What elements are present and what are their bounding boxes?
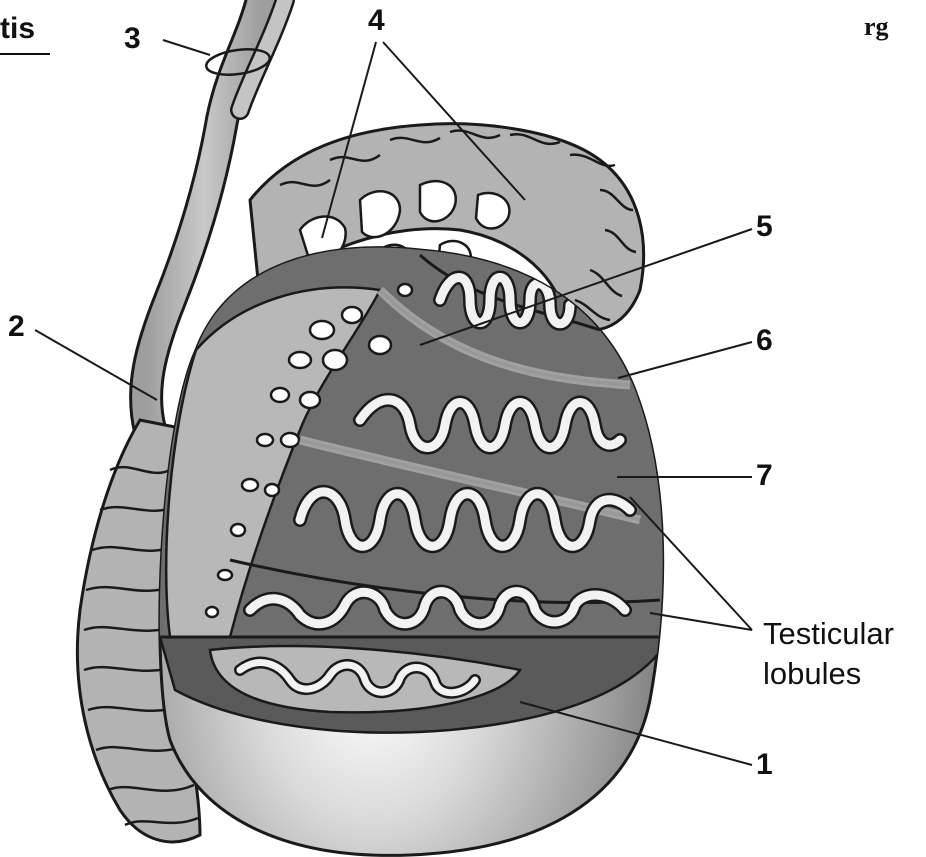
label-5: 5 <box>756 212 773 242</box>
label-1: 1 <box>756 750 773 780</box>
page-fragment: rg <box>864 14 889 40</box>
title-fragment: tis <box>0 14 35 44</box>
label-6: 6 <box>756 326 773 356</box>
lobules-label-line1: Testicular <box>763 614 894 654</box>
testicular-lobules-label: Testicular lobules <box>763 614 894 694</box>
lobules-label-line2: lobules <box>763 654 894 694</box>
label-4: 4 <box>368 6 385 36</box>
label-3: 3 <box>124 24 141 54</box>
label-7: 7 <box>756 461 773 491</box>
testis-body <box>150 240 670 855</box>
label-2: 2 <box>8 312 25 342</box>
title-underline <box>0 53 50 55</box>
